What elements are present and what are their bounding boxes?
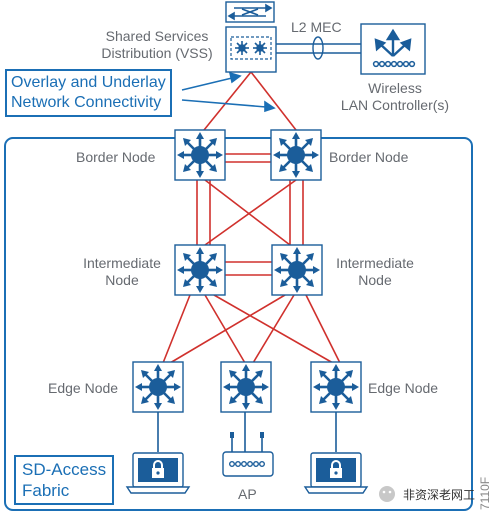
edge-node-left-icon [131, 360, 185, 414]
fabric-boundary [4, 137, 473, 511]
intermediate-node-right-label: Intermediate Node [323, 255, 427, 289]
intermediate-node-left-label: Intermediate Node [70, 255, 174, 289]
top-switch-icon [225, 1, 275, 23]
vss-switch-icon [225, 26, 277, 73]
watermark-text: 非资深老网工 [403, 488, 476, 502]
border-node-left-icon [173, 128, 227, 182]
intermediate-left-line2: Node [105, 272, 139, 288]
callout-arrows [181, 71, 276, 113]
fabric-line1: SD-Access [22, 460, 107, 479]
intermediate-left-line1: Intermediate [83, 255, 161, 271]
wireless-controller-icon [360, 23, 426, 75]
border-node-right-icon [269, 128, 323, 182]
vss-label-line1: Shared Services [105, 28, 209, 44]
edge-node-center-icon [219, 360, 273, 414]
vss-label: Shared Services Distribution (VSS) [92, 28, 222, 62]
overlay-line2: Network Connectivity [11, 94, 162, 111]
intermediate-node-left-icon [173, 243, 227, 297]
access-links [157, 412, 337, 452]
l2-mec-label: L2 MEC [291, 19, 342, 35]
sd-access-fabric-callout: SD-Access Fabric [14, 455, 115, 505]
wlc-label: Wireless LAN Controller(s) [320, 80, 470, 114]
edge-node-right-label: Edge Node [368, 380, 439, 396]
fabric-line2: Fabric [22, 481, 70, 500]
wechat-logo-icon [379, 486, 395, 502]
wlc-label-line1: Wireless [368, 80, 422, 96]
network-links [162, 71, 341, 364]
overlay-underlay-callout: Overlay and Underlay Network Connectivit… [5, 69, 172, 117]
vss-label-line2: Distribution (VSS) [101, 45, 213, 61]
intermediate-node-right-icon [270, 243, 324, 297]
border-node-left-label: Border Node [76, 149, 156, 165]
figure-id: 7110F [478, 476, 492, 510]
border-node-right-label: Border Node [329, 149, 409, 165]
l2-mec-link [276, 36, 361, 60]
edge-node-right-icon [309, 360, 363, 414]
laptop-right-icon [304, 452, 368, 494]
wlc-label-line2: LAN Controller(s) [340, 97, 450, 113]
intermediate-right-line2: Node [358, 272, 392, 288]
edge-node-left-label: Edge Node [48, 380, 119, 396]
intermediate-right-line1: Intermediate [336, 255, 414, 271]
access-point-icon [222, 432, 274, 477]
laptop-left-icon [126, 452, 190, 494]
ap-label: AP [238, 486, 257, 502]
overlay-line1: Overlay and Underlay [11, 74, 166, 91]
